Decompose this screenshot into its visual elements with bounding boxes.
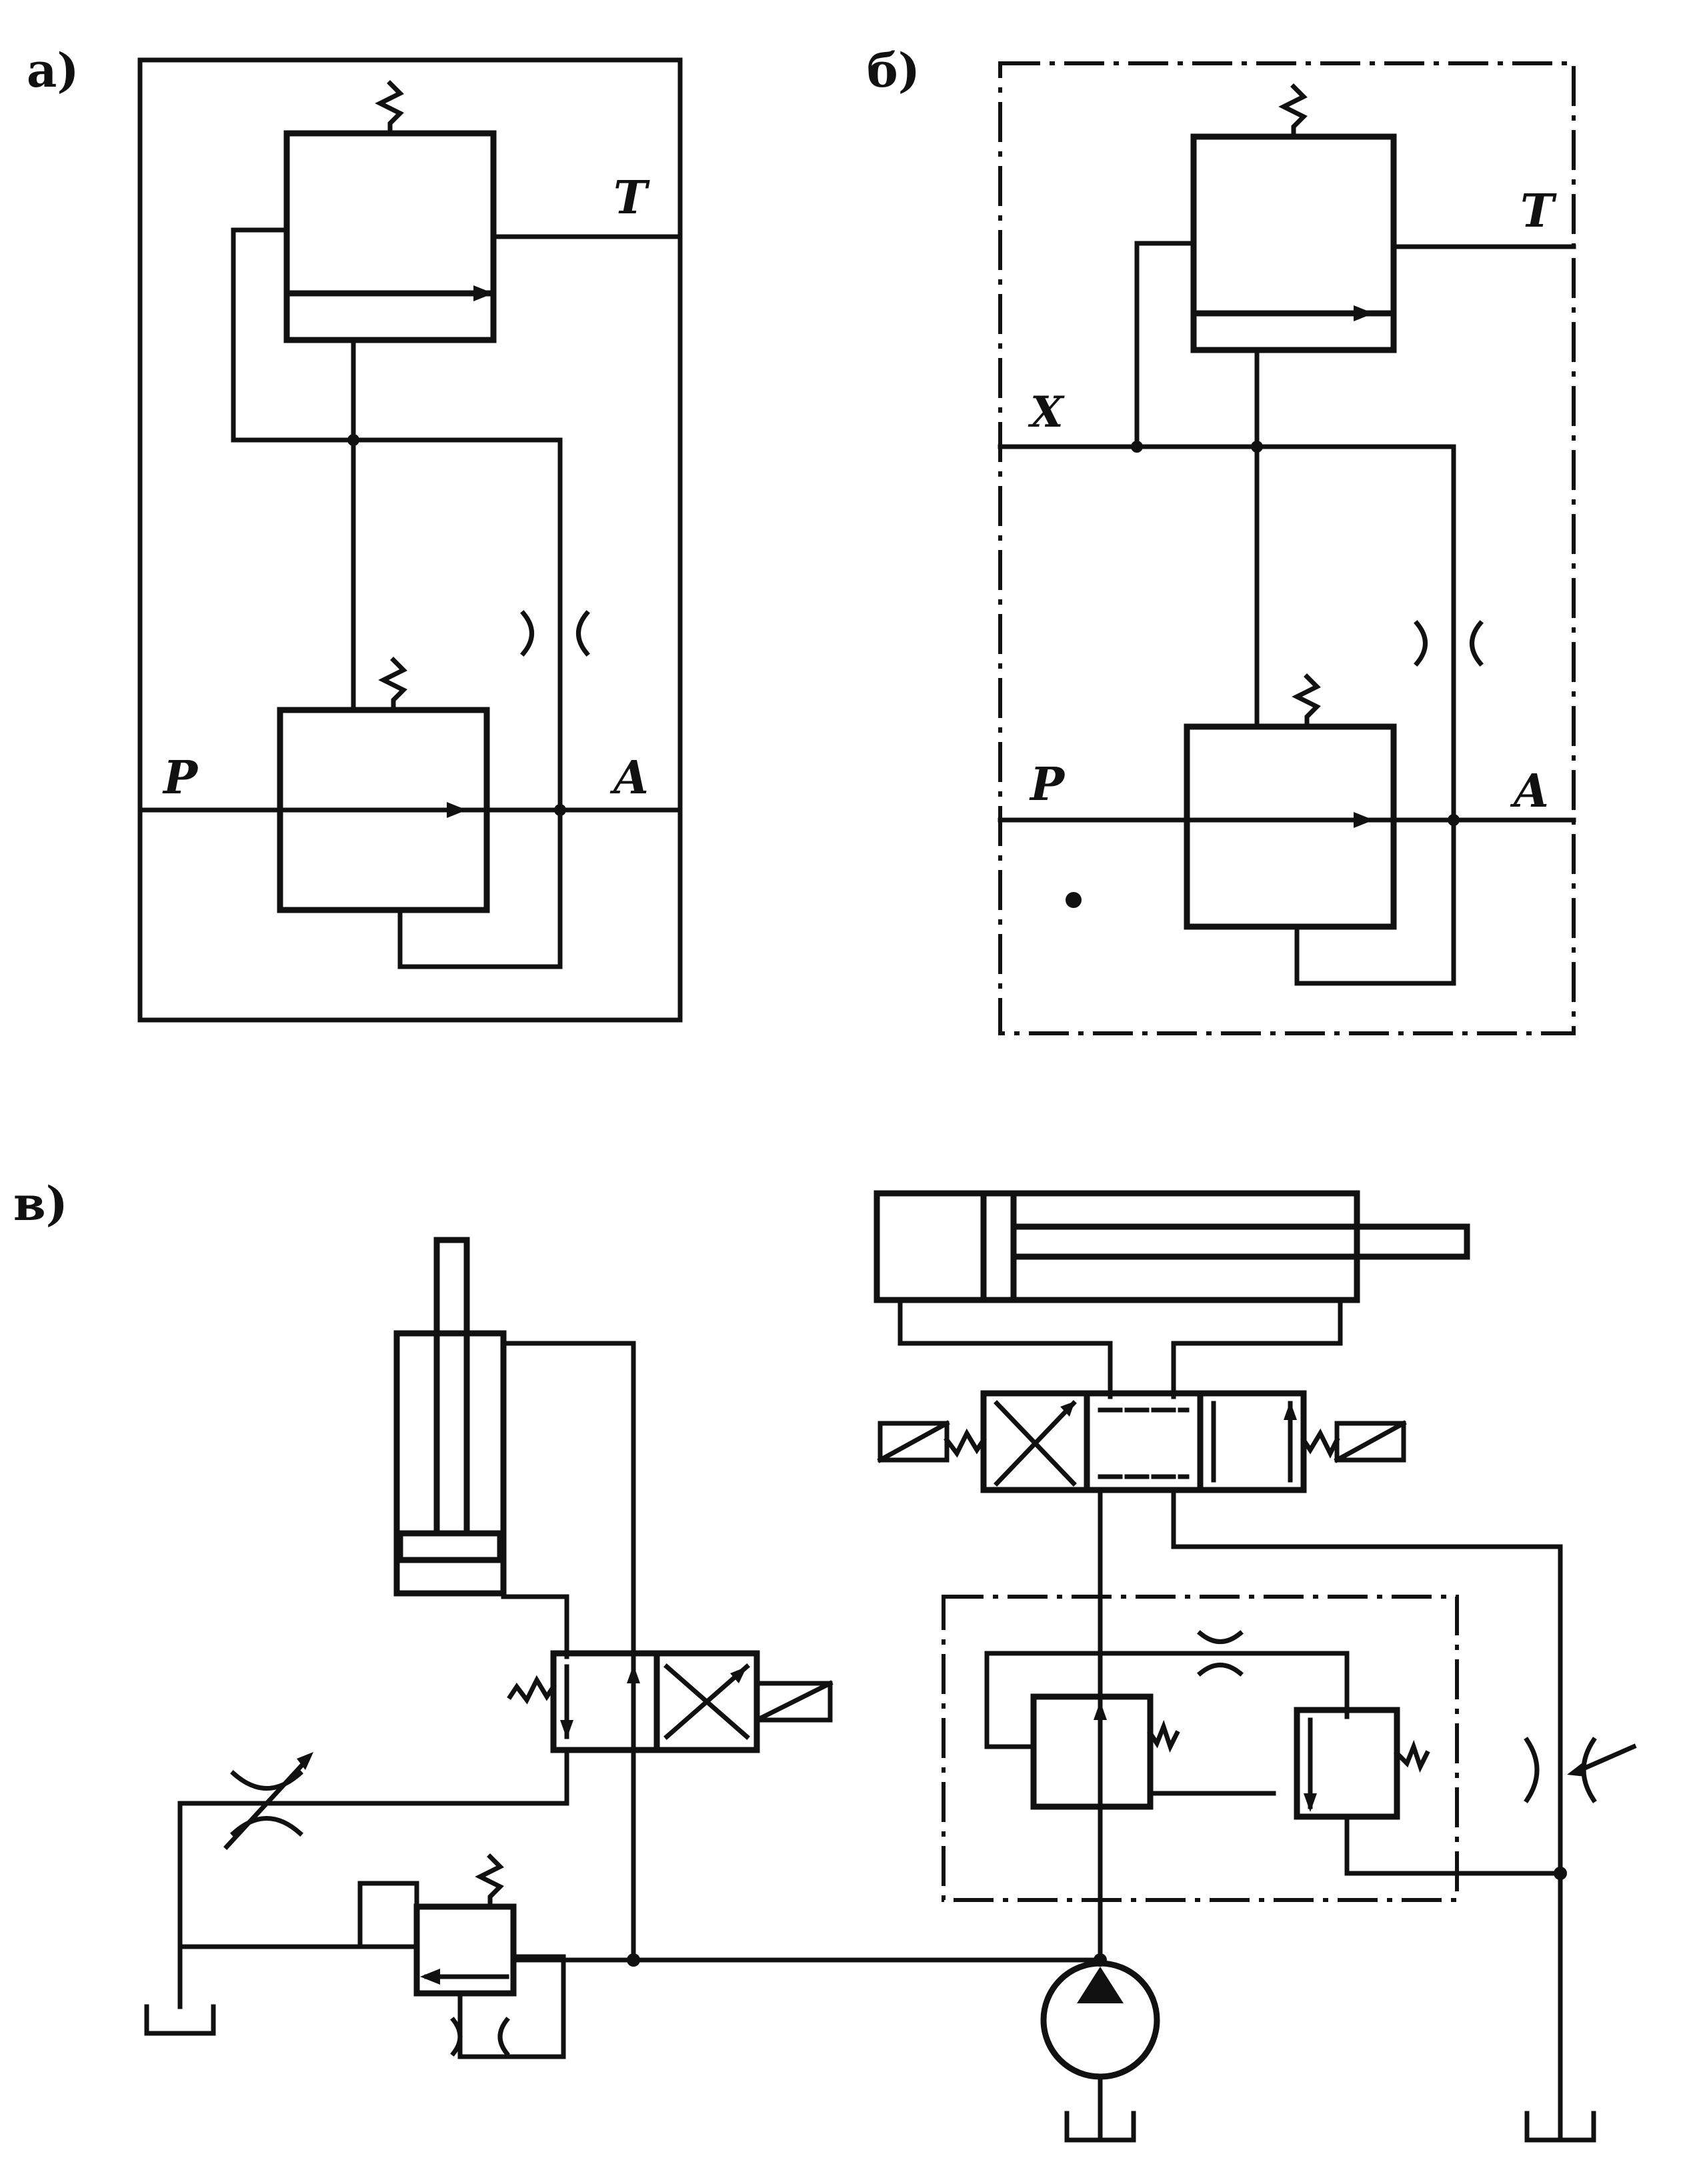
panel-b-port-x: X bbox=[1028, 387, 1065, 437]
right-valve-spring-right-icon bbox=[1300, 1428, 1340, 1459]
panel-c: в) bbox=[13, 1176, 1637, 2143]
panel-b: б) X T P A bbox=[867, 43, 1576, 1035]
panel-b-pilot-drain-line bbox=[1134, 241, 1196, 449]
panel-a-main-spring-icon bbox=[378, 657, 407, 713]
right-valve-return-line bbox=[1171, 1487, 1563, 2143]
tank-pump-icon bbox=[1064, 2111, 1136, 2143]
panel-a-label: а) bbox=[27, 43, 79, 98]
panel-a: а) T P A bbox=[27, 43, 683, 1023]
compensator-spring-icon bbox=[1147, 1719, 1180, 1753]
panel-b-port-a: A bbox=[1510, 765, 1549, 818]
panel-a-main-valve bbox=[277, 657, 563, 969]
throttle-spring-icon bbox=[1394, 1739, 1430, 1773]
flow-control-module bbox=[942, 1595, 1567, 1902]
panel-a-port-p: P bbox=[162, 751, 199, 805]
tank-right-icon bbox=[1524, 2111, 1596, 2143]
left-valve-spring-icon bbox=[507, 1675, 557, 1705]
panel-a-port-a: A bbox=[609, 751, 649, 805]
cylinder-cap-line bbox=[501, 1594, 569, 1659]
module-orifice-icon bbox=[1197, 1630, 1244, 1644]
panel-a-pilot-spring-icon bbox=[375, 80, 404, 136]
panel-b-main-valve bbox=[1184, 673, 1456, 986]
pressure-valve-left bbox=[413, 1853, 517, 1997]
cylinder-right-port-line bbox=[1171, 1297, 1343, 1399]
right-directional-valve bbox=[877, 1390, 1407, 1493]
left-valve-return-line bbox=[177, 1747, 569, 2009]
right-adjustable-throttle-icon bbox=[1524, 1737, 1540, 1803]
panel-b-pilot-spring-icon bbox=[1278, 83, 1308, 139]
adjustable-throttle-icon bbox=[230, 1770, 303, 1791]
panel-a-housing bbox=[137, 57, 683, 1023]
right-valve-spring-left-icon bbox=[944, 1428, 987, 1458]
panel-a-orifice-icon bbox=[520, 610, 534, 657]
pump-icon bbox=[1040, 1960, 1160, 2143]
vertical-cylinder bbox=[393, 1237, 507, 1597]
panel-c-label: в) bbox=[13, 1176, 68, 1231]
pressure-valve-left-orifice-icon bbox=[450, 2017, 463, 2057]
right-valve-solenoid-right-icon bbox=[1334, 1421, 1406, 1463]
panel-b-port-t: T bbox=[1520, 185, 1557, 238]
panel-b-label: б) bbox=[867, 43, 920, 98]
panel-b-remote-line bbox=[998, 444, 1456, 823]
left-directional-valve bbox=[507, 1650, 833, 1753]
panel-b-orifice-icon bbox=[1414, 620, 1428, 667]
compensator-valve bbox=[1030, 1693, 1154, 1810]
pressure-valve-left-spring-icon bbox=[475, 1853, 504, 1909]
cylinder-left-port-line bbox=[898, 1297, 1113, 1399]
panel-a-pilot-valve bbox=[283, 80, 497, 343]
right-valve-solenoid-left-icon bbox=[878, 1421, 950, 1463]
panel-b-port-p: P bbox=[1029, 758, 1066, 811]
panel-a-port-t: T bbox=[613, 171, 650, 225]
tank-left-icon bbox=[144, 2004, 216, 2036]
panel-a-pilot-loop-line bbox=[231, 227, 563, 816]
horizontal-cylinder bbox=[874, 1190, 1470, 1303]
panel-b-main-spring-icon bbox=[1292, 673, 1321, 729]
left-valve-solenoid-icon bbox=[754, 1681, 833, 1723]
panel-b-housing bbox=[998, 61, 1576, 1035]
panel-b-pilot-valve bbox=[1190, 83, 1397, 353]
cylinder-rod-line bbox=[501, 1341, 636, 1963]
